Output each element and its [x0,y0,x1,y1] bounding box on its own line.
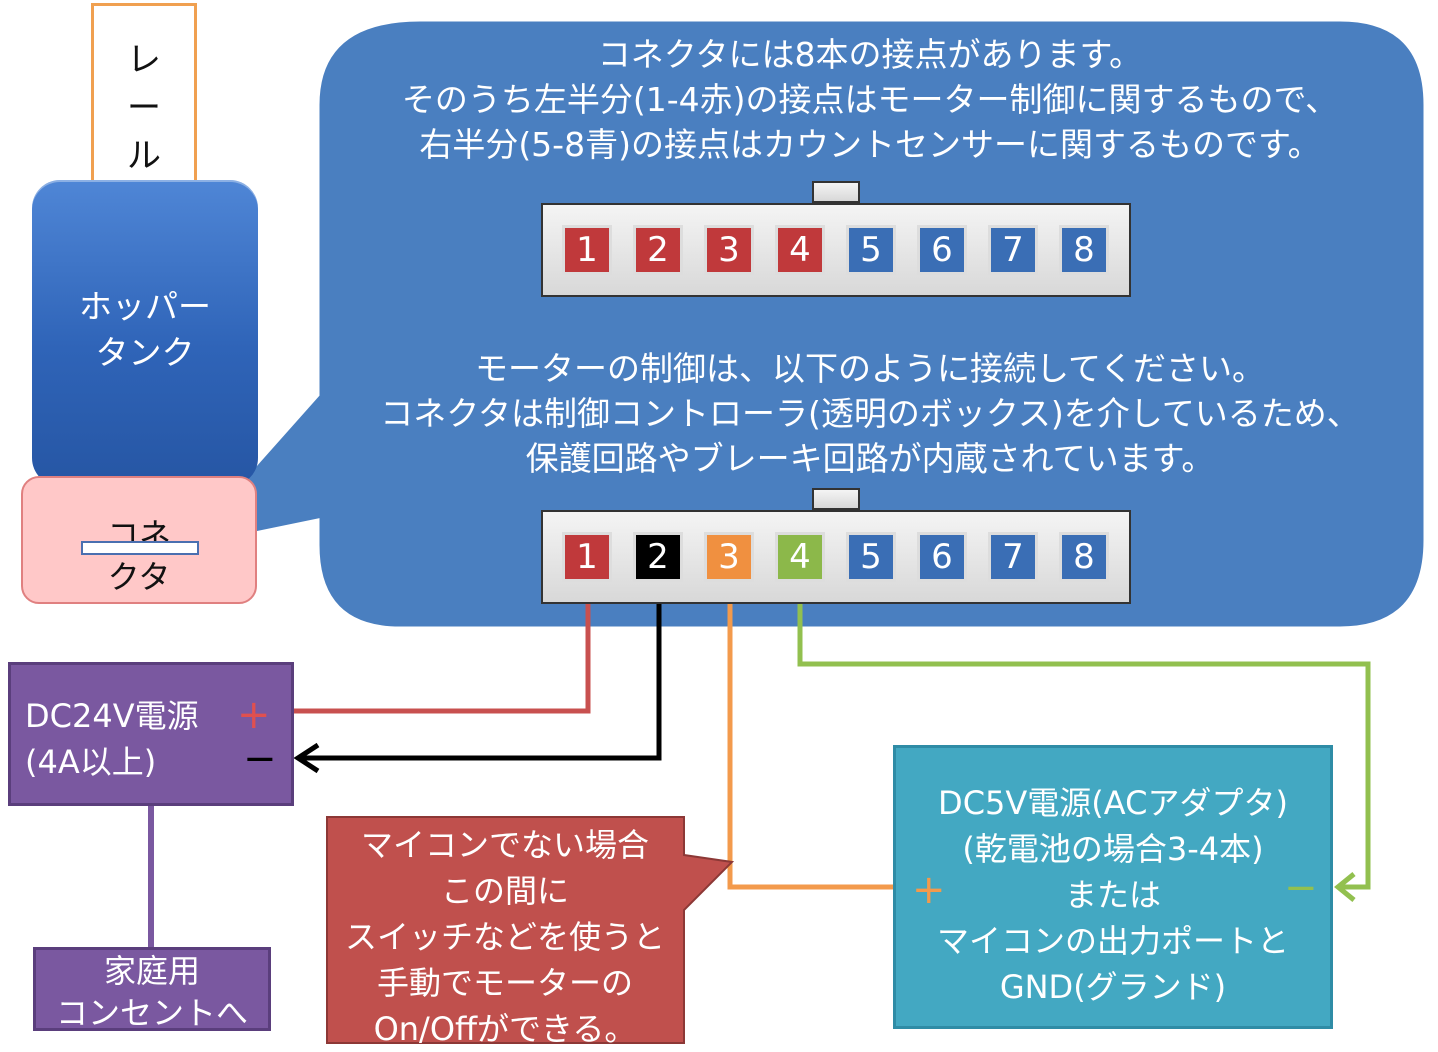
wire-orange [727,586,893,890]
dc5v-power-supply: DC5V電源(ACアダプタ) (乾電池の場合3-4本) または マイコンの出力ポ… [893,745,1333,1029]
rail-label: レ ー ル [127,40,161,176]
connector-bottom-pin-6: 6 [917,532,967,582]
household-outlet: 家庭用 コンセントへ [33,947,271,1032]
wire-black-arrow [293,742,320,774]
connector-top-tab [812,181,860,203]
connector-bottom-pin-3: 3 [704,532,754,582]
dc5v-plus-sign: + [912,867,946,913]
speech-bubble [177,18,1427,630]
rail: レ ー ル [91,3,197,181]
connector-bottom-tab [812,488,860,510]
connector-top [541,203,1131,297]
connector-top-pin-8: 8 [1059,225,1109,275]
dc5v-label: DC5V電源(ACアダプタ) (乾電池の場合3-4本) または マイコンの出力ポ… [936,784,1289,1006]
connector-top-pin-6: 6 [917,225,967,275]
connector-slot [81,541,199,555]
wire-red [294,586,591,714]
wire-green-arrow [1334,872,1356,902]
connector-bottom-pin-4: 4 [775,532,825,582]
switch-note: マイコンでない場合 この間に スイッチなどを使うと 手動でモーターの On/Of… [344,826,665,1048]
bubble-wiring-text: モーターの制御は、以下のように接続してください。 コネクタは制御コントローラ(透… [380,349,1360,478]
connector-bottom [541,510,1131,604]
dc24v-label: DC24V電源 (4A以上) [25,697,199,781]
connector-top-pin-3: 3 [704,225,754,275]
dc24v-plus-sign: + [237,692,271,738]
connector-bottom-pin-8: 8 [1059,532,1109,582]
connector-top-pin-5: 5 [846,225,896,275]
connector-top-pin-2: 2 [633,225,683,275]
outlet-label: 家庭用 コンセントへ [55,952,248,1032]
connector-bottom-pin-1: 1 [562,532,612,582]
connector-top-pin-1: 1 [562,225,612,275]
wire-green [797,582,1371,890]
connector-top-pin-4: 4 [775,225,825,275]
connector-bottom-pin-7: 7 [988,532,1038,582]
dc24v-power-supply: DC24V電源 (4A以上) + − [8,662,294,806]
wire-black [300,582,662,761]
dc5v-minus-sign: − [1284,865,1318,911]
hopper-label: ホッパー タンク [79,287,211,372]
connector-label: コネ クタ [106,516,171,596]
connector-box: コネ クタ [21,476,257,604]
dc24v-minus-sign: − [243,736,277,782]
connector-bottom-pin-5: 5 [846,532,896,582]
connector-top-pin-7: 7 [988,225,1038,275]
connector-bottom-pin-2: 2 [633,532,683,582]
bubble-intro-text: コネクタには8本の接点があります。 そのうち左半分(1-4赤)の接点はモーター制… [401,35,1339,164]
note-callout [326,816,735,1044]
hopper-tank: ホッパー タンク [32,180,258,486]
